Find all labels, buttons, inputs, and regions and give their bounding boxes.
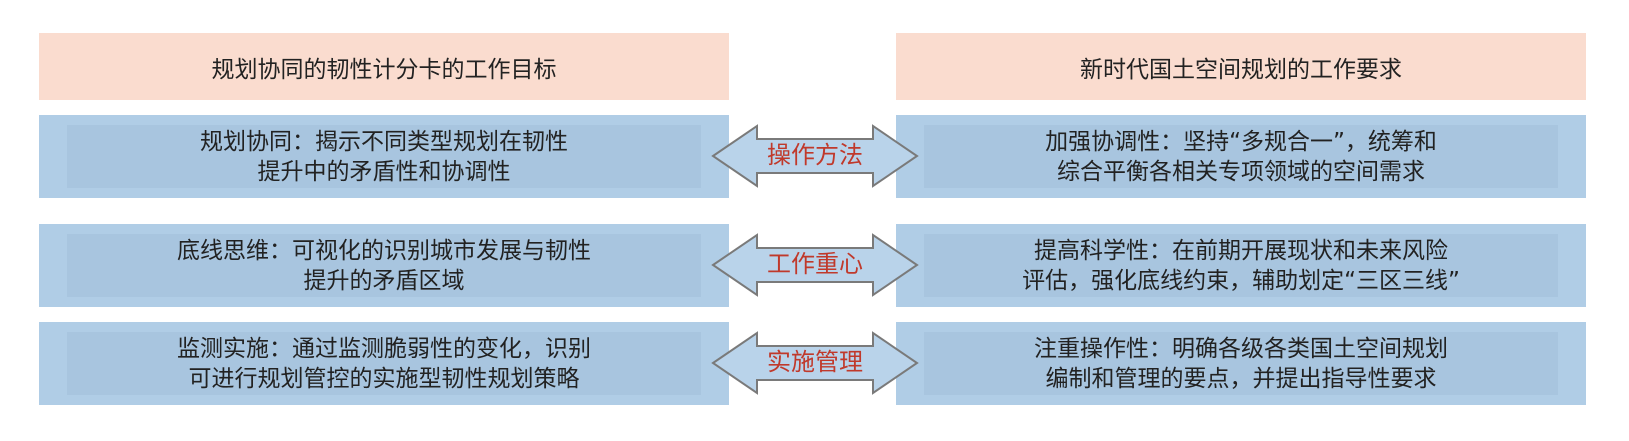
- double-arrow-icon: [711, 331, 919, 395]
- goal-text-line-1: 监测实施：通过监测脆弱性的变化，识别: [177, 335, 591, 362]
- left-header: 规划协同的韧性计分卡的工作目标: [39, 33, 729, 100]
- goal-text-line-2: 提升的矛盾区域: [303, 267, 465, 294]
- goal-text-line-2: 提升中的矛盾性和协调性: [257, 158, 511, 185]
- goal-text-line-1: 底线思维：可视化的识别城市发展与韧性: [177, 237, 591, 264]
- requirement-text: 注重操作性：明确各级各类国土空间规划 编制和管理的要点，并提出指导性要求: [1034, 334, 1448, 394]
- goal-text-line-1: 规划协同：揭示不同类型规划在韧性: [200, 128, 568, 155]
- right-header-title: 新时代国土空间规划的工作要求: [1080, 56, 1402, 83]
- goal-box-planning-coordination: 规划协同：揭示不同类型规划在韧性 提升中的矛盾性和协调性: [39, 115, 729, 198]
- goal-box-inner: [67, 234, 701, 297]
- goal-box-inner: [67, 332, 701, 395]
- goal-text: 规划协同：揭示不同类型规划在韧性 提升中的矛盾性和协调性: [200, 127, 568, 187]
- requirement-text-line-1: 提高科学性：在前期开展现状和未来风险: [1034, 237, 1448, 264]
- requirement-text-line-2: 评估，强化底线约束，辅助划定“三区三线”: [1022, 267, 1460, 294]
- requirement-box-inner: [924, 332, 1558, 395]
- goal-box-bottom-line-thinking: 底线思维：可视化的识别城市发展与韧性 提升的矛盾区域: [39, 224, 729, 307]
- arrow-label-implementation-management: 实施管理: [767, 348, 863, 376]
- goal-text-line-2: 可进行规划管控的实施型韧性规划策略: [188, 365, 580, 392]
- requirement-box-scientific: 提高科学性：在前期开展现状和未来风险 评估，强化底线约束，辅助划定“三区三线”: [896, 224, 1586, 307]
- requirement-box-inner: [924, 234, 1558, 297]
- right-header: 新时代国土空间规划的工作要求: [896, 33, 1586, 100]
- left-header-title: 规划协同的韧性计分卡的工作目标: [211, 56, 557, 83]
- requirement-text: 加强协调性：坚持“多规合一”，统筹和 综合平衡各相关专项领域的空间需求: [1045, 127, 1437, 187]
- double-arrow-icon: [711, 233, 919, 297]
- requirement-text: 提高科学性：在前期开展现状和未来风险 评估，强化底线约束，辅助划定“三区三线”: [1022, 236, 1460, 296]
- requirement-box-coordination: 加强协调性：坚持“多规合一”，统筹和 综合平衡各相关专项领域的空间需求: [896, 115, 1586, 198]
- arrow-label-operation-method: 操作方法: [767, 141, 863, 169]
- requirement-box-inner: [924, 125, 1558, 188]
- requirement-text-line-1: 注重操作性：明确各级各类国土空间规划: [1034, 335, 1448, 362]
- requirement-text-line-2: 综合平衡各相关专项领域的空间需求: [1057, 158, 1425, 185]
- double-arrow-icon: [711, 124, 919, 188]
- requirement-text-line-1: 加强协调性：坚持“多规合一”，统筹和: [1045, 128, 1437, 155]
- goal-text: 监测实施：通过监测脆弱性的变化，识别 可进行规划管控的实施型韧性规划策略: [177, 334, 591, 394]
- arrow-label-work-focus: 工作重心: [767, 250, 863, 278]
- goal-text: 底线思维：可视化的识别城市发展与韧性 提升的矛盾区域: [177, 236, 591, 296]
- goal-box-monitoring-implementation: 监测实施：通过监测脆弱性的变化，识别 可进行规划管控的实施型韧性规划策略: [39, 322, 729, 405]
- goal-box-inner: [67, 125, 701, 188]
- requirement-box-operability: 注重操作性：明确各级各类国土空间规划 编制和管理的要点，并提出指导性要求: [896, 322, 1586, 405]
- requirement-text-line-2: 编制和管理的要点，并提出指导性要求: [1045, 365, 1437, 392]
